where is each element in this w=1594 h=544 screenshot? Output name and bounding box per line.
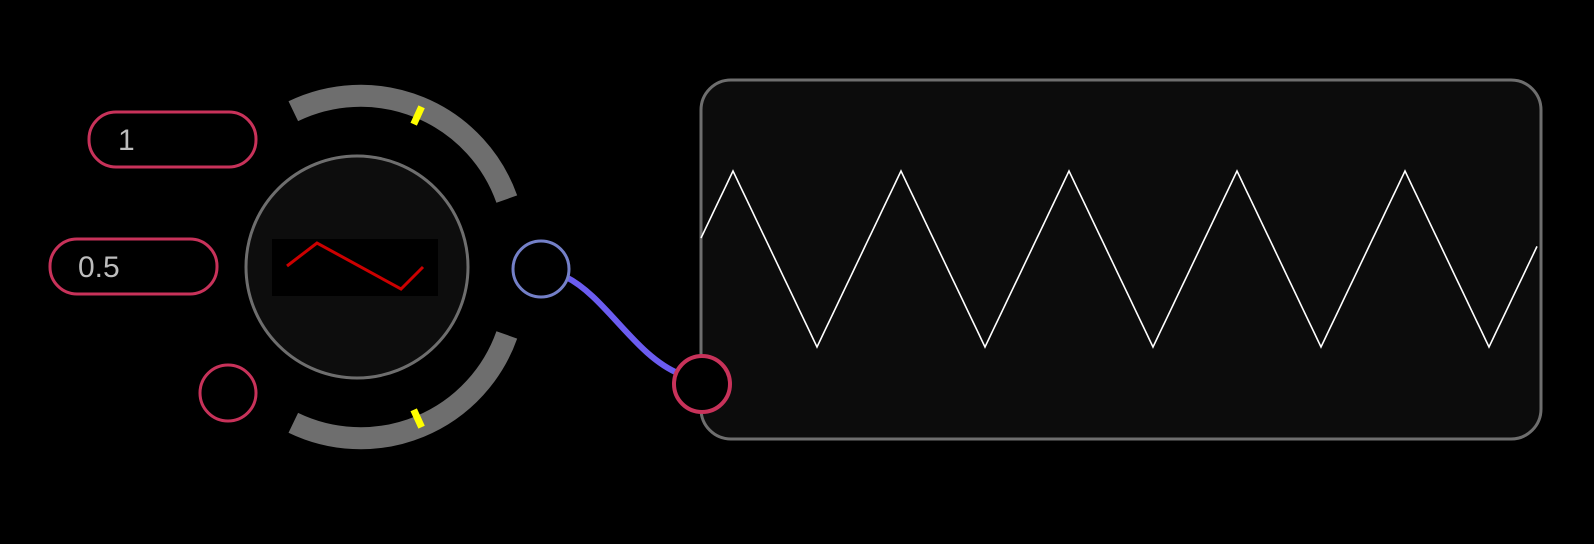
output-port[interactable] (511, 239, 571, 299)
wave-icon-frame (272, 239, 438, 296)
oscilloscope-panel (699, 78, 1543, 441)
amplitude-value: 0.5 (78, 251, 120, 284)
frequency-input[interactable]: 1 (87, 110, 258, 169)
waveform-trace (700, 169, 1538, 349)
frequency-value: 1 (118, 124, 135, 157)
amplitude-input[interactable]: 0.5 (48, 237, 219, 296)
input-port[interactable] (198, 363, 258, 423)
triangle-wave-icon (286, 241, 425, 291)
patch-cable[interactable] (563, 274, 683, 377)
top-arc-indicator (410, 105, 425, 126)
scope-input-port[interactable] (672, 354, 732, 414)
waveform-knob[interactable] (244, 154, 470, 380)
bottom-arc-indicator (410, 408, 425, 429)
